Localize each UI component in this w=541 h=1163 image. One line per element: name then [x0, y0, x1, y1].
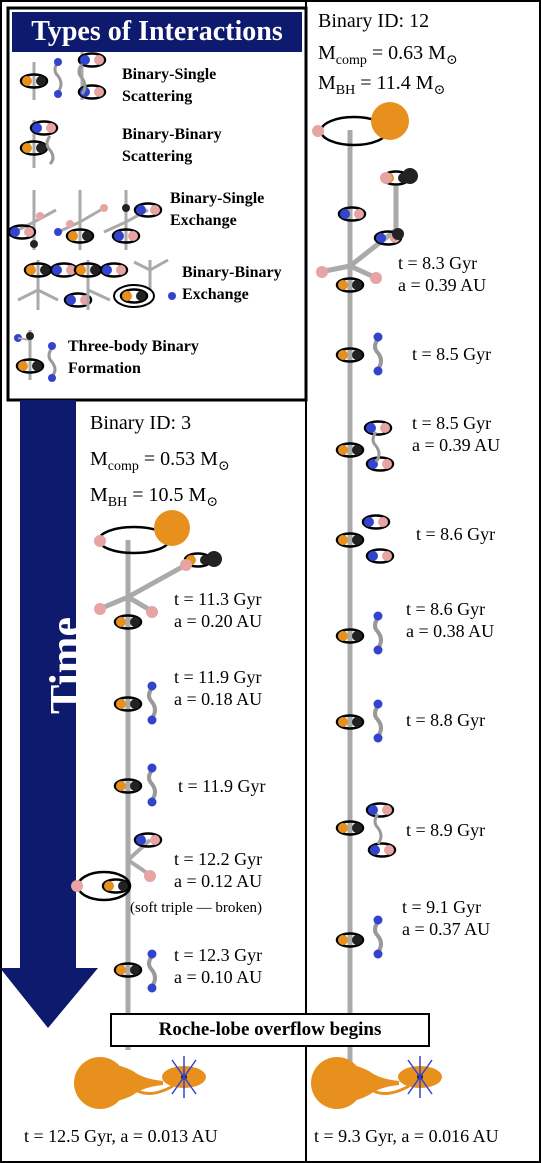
time-arrow [0, 400, 98, 1028]
right-mbh: MBH = 11.4 M⊙ [318, 72, 446, 98]
right-final-label: t = 9.3 Gyr, a = 0.016 AU [314, 1126, 499, 1146]
right-track [311, 102, 442, 1109]
left-mcomp: Mcomp = 0.53 M⊙ [90, 448, 230, 474]
left-event: t = 11.9 Gyr [178, 776, 266, 796]
left-track [71, 510, 222, 1109]
legend-icons [7, 50, 176, 382]
time-label: Time [40, 617, 90, 714]
roche-lobe-banner: Roche-lobe overflow begins [110, 1013, 430, 1047]
left-mbh: MBH = 10.5 M⊙ [90, 484, 219, 510]
left-final-label: t = 12.5 Gyr, a = 0.013 AU [24, 1126, 218, 1146]
right-event: t = 8.6 Gyr [416, 524, 496, 544]
right-event: t = 8.9 Gyr [406, 820, 486, 840]
right-binary-id: Binary ID: 12 [318, 10, 430, 32]
right-event: t = 8.5 Gyr [412, 344, 492, 364]
left-event-note: (soft triple — broken) [130, 900, 263, 916]
legend-title: Types of Interactions [12, 12, 302, 52]
right-mcomp: Mcomp = 0.63 M⊙ [318, 42, 458, 68]
right-event: t = 8.8 Gyr [406, 710, 486, 730]
left-binary-id: Binary ID: 3 [90, 412, 192, 434]
